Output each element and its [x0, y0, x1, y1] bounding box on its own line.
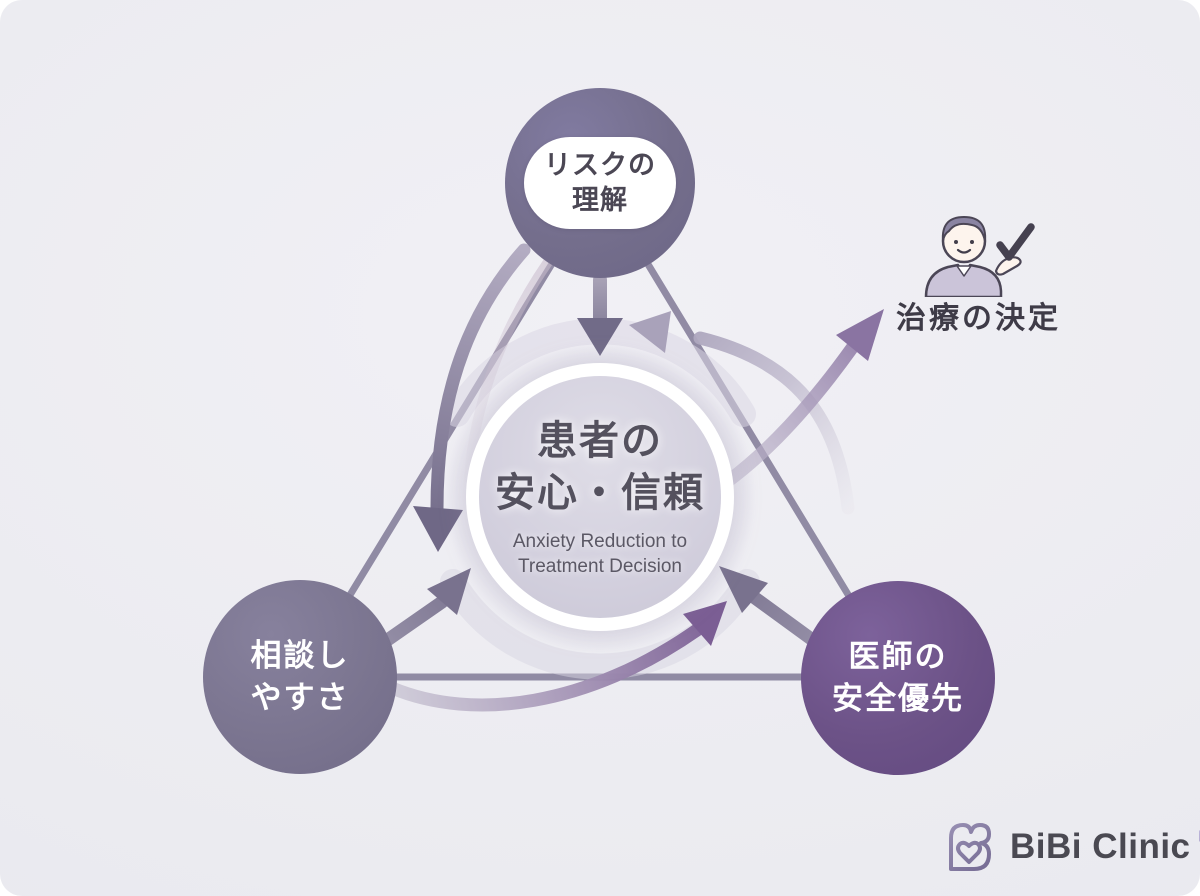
center-subtitle-line1: Anxiety Reduction to — [512, 530, 688, 552]
arrowhead — [577, 318, 623, 356]
person-hand — [994, 256, 1022, 276]
center-subtitle: Anxiety Reduction to Treatment Decision — [513, 529, 687, 579]
arrowhead — [629, 311, 671, 353]
person-icon — [924, 216, 1035, 297]
arrowhead — [427, 568, 471, 615]
node-consult-label: 相談し やすさ — [251, 635, 350, 719]
double-heart-monogram-icon — [949, 823, 991, 871]
person-smile — [956, 248, 972, 254]
arrowhead — [683, 601, 727, 646]
person-hair — [941, 216, 987, 242]
check-icon — [996, 223, 1035, 261]
node-consult-label-line1: 相談し — [250, 638, 350, 674]
arrow-consult-to-center — [379, 568, 471, 648]
center-title-line2: 安心・信頼 — [495, 470, 705, 515]
center-title-line1: 患者の — [537, 418, 663, 463]
logo-text: BiBi Clinic — [1010, 827, 1191, 866]
arrowhead — [836, 309, 884, 361]
clinic-logo: BiBi Clinic — [938, 816, 1200, 878]
center-node-patient-trust: 患者の 安心・信頼 Anxiety Reduction to Treatment… — [466, 363, 734, 631]
outcome-label: 治療の決定 — [896, 302, 1061, 335]
node-safety-label-line1: 医師の — [848, 639, 948, 675]
node-safety-label-line2: 安全優先 — [832, 681, 964, 716]
arrowhead — [413, 506, 463, 552]
center-node-inner: 患者の 安心・信頼 Anxiety Reduction to Treatment… — [479, 376, 721, 618]
arrowhead — [719, 566, 768, 613]
node-doctor-safety-priority: 医師の 安全優先 — [801, 581, 995, 775]
node-consult-label-line2: やすさ — [250, 680, 350, 715]
arrow-risk-to-center — [577, 273, 623, 356]
node-safety-label: 医師の 安全優先 — [832, 636, 964, 720]
person-collar — [956, 265, 972, 277]
node-risk-label-line1: リスクの — [544, 150, 656, 181]
node-risk-label-line2: 理解 — [572, 185, 628, 215]
node-ease-of-consultation: 相談し やすさ — [203, 580, 397, 774]
center-subtitle-line2: Treatment Decision — [517, 556, 682, 577]
person-body — [924, 263, 1003, 297]
arrow-risk-to-center-curved — [413, 243, 531, 552]
arrow-consult-to-center-curved — [385, 601, 727, 712]
arrow-safety-to-center — [719, 566, 821, 648]
node-risk-understanding: リスクの 理解 — [505, 88, 695, 278]
node-risk-label-pill: リスクの 理解 — [524, 137, 676, 229]
